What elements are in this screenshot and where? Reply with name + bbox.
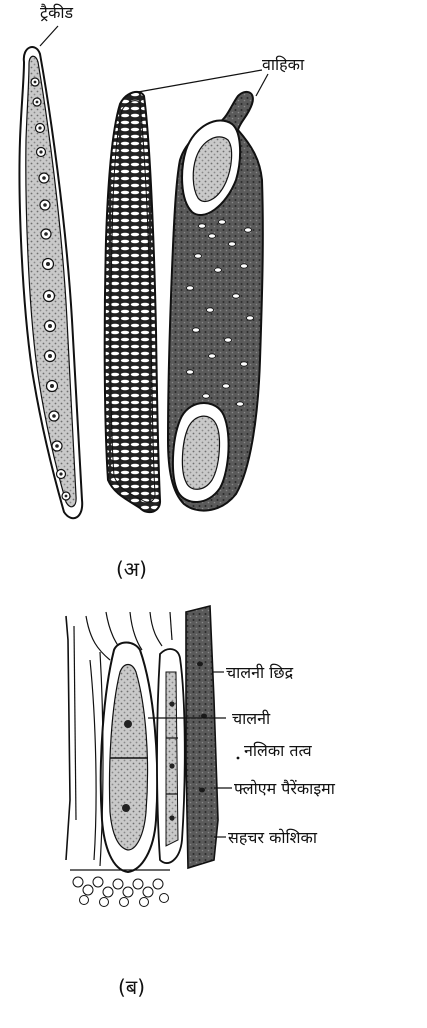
label-tracheid: ट्रैकीड: [40, 4, 73, 22]
vessel-element-wide: [168, 92, 263, 511]
stray-dot: [237, 757, 240, 760]
tracheid-leader-line: [40, 26, 58, 46]
vessel-element-narrow: [105, 92, 160, 512]
label-sieve-tube-line2: नलिका तत्व: [244, 742, 312, 760]
label-phloem-parenchyma: फ्लोएम पैरेंकाइमा: [234, 780, 335, 798]
tracheid-cell: [20, 47, 83, 518]
caption-figure-b: (ब): [118, 976, 145, 998]
vessel-leader-line-2: [256, 74, 268, 96]
label-sieve-pore: चालनी छिद्र: [226, 664, 293, 682]
label-sieve-tube-line1: चालनी: [232, 710, 270, 728]
vessel-leader-line-1: [138, 70, 262, 92]
label-vessel: वाहिका: [262, 56, 304, 74]
label-companion-cell: सहचर कोशिका: [228, 829, 317, 847]
caption-figure-a: (अ): [116, 558, 147, 580]
phloem-tissue: [66, 606, 218, 907]
